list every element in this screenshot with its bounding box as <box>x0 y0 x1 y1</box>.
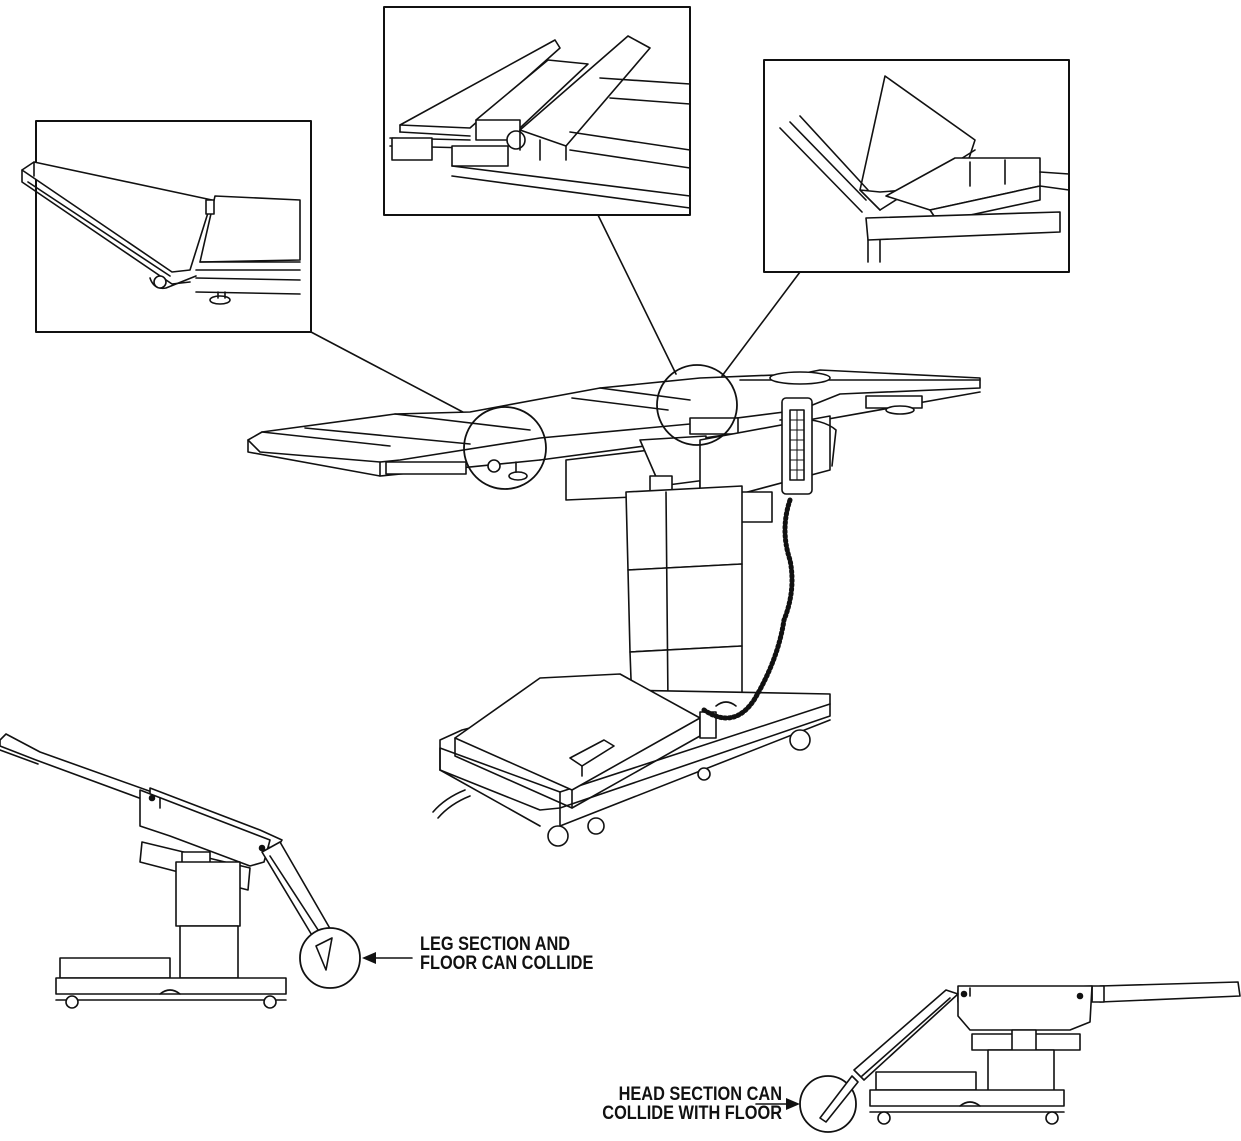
callout-head-line1: HEAD SECTION CAN <box>618 1084 782 1105</box>
callout-leg-line1: LEG SECTION AND <box>420 934 571 955</box>
table-head-section-down <box>800 982 1240 1132</box>
callout-head-collision: HEAD SECTION CAN COLLIDE WITH FLOOR <box>584 1085 782 1123</box>
detail-inset-head-joint <box>764 60 1069 272</box>
detail-inset-leg-joint <box>22 121 311 332</box>
callout-leg-collision: LEG SECTION AND FLOOR CAN COLLIDE <box>420 935 593 973</box>
detail-inset-center-joint <box>384 7 690 215</box>
callout-head-line2: COLLIDE WITH FLOOR <box>602 1103 782 1124</box>
arrow-icon <box>362 952 412 964</box>
table-leg-section-down <box>0 734 360 1008</box>
arrow-icon <box>756 1098 800 1110</box>
callout-leg-line2: FLOOR CAN COLLIDE <box>420 953 594 974</box>
leader-lines <box>311 215 800 420</box>
operating-table-main <box>248 365 980 846</box>
